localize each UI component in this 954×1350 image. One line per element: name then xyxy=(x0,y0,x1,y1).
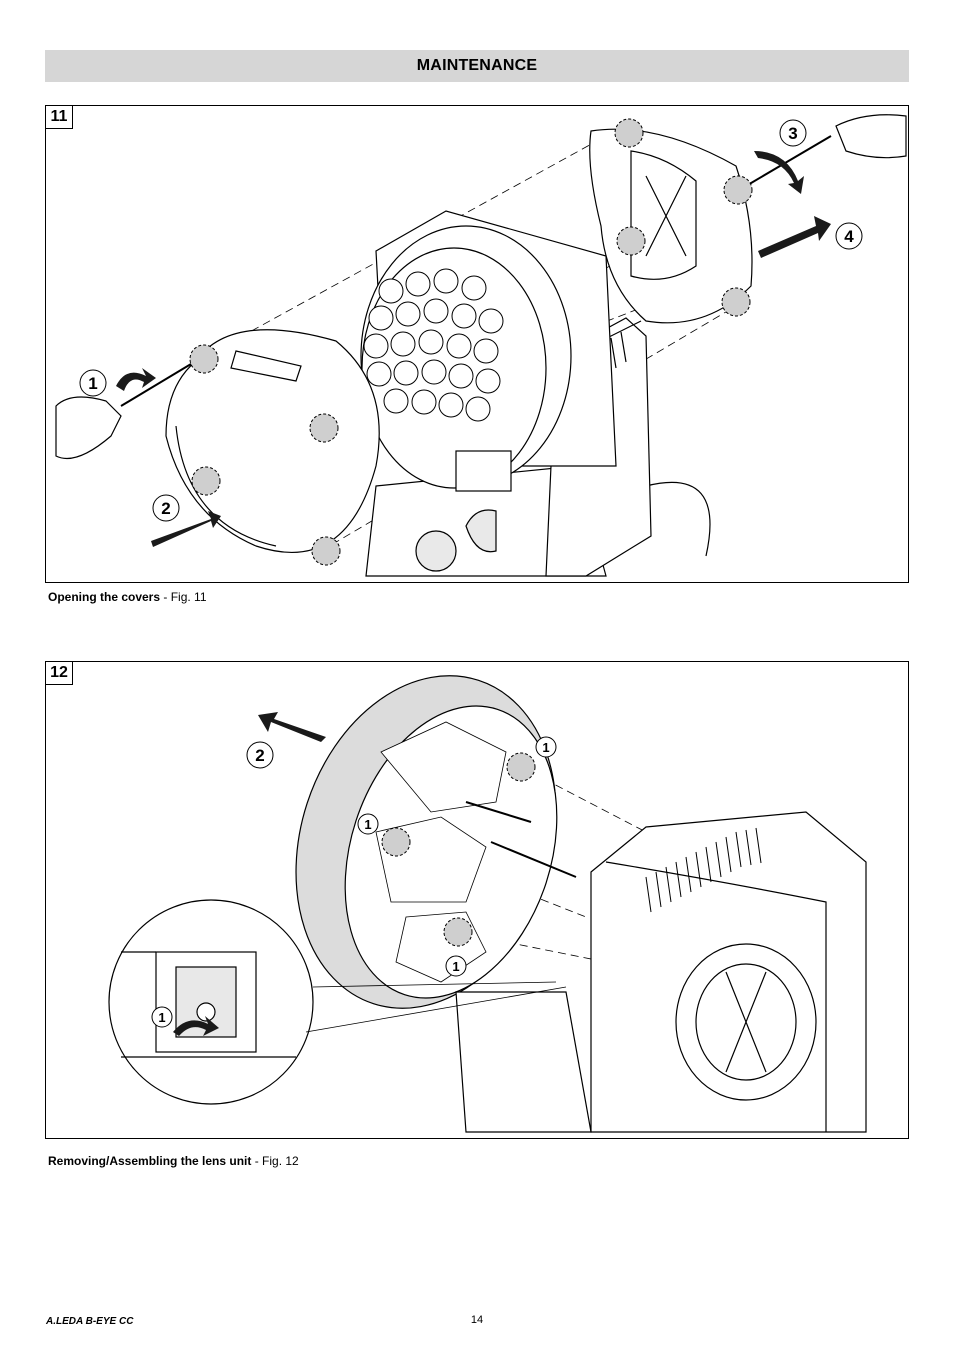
footer-model-name: A.LEDA B-EYE CC xyxy=(46,1316,134,1327)
figure-12-caption-title: Removing/Assembling the lens unit xyxy=(48,1154,252,1168)
figure-12-caption: Removing/Assembling the lens unit - Fig.… xyxy=(48,1154,299,1168)
figure-11-illustration: 1 2 3 4 xyxy=(55,114,907,577)
alignment-lines xyxy=(395,766,647,963)
callout-1b-label: 1 xyxy=(364,817,371,832)
figure-12-callouts xyxy=(151,736,557,1028)
callout-3-label: 3 xyxy=(788,124,797,143)
figure-11-number: 11 xyxy=(46,106,73,129)
section-title: MAINTENANCE xyxy=(416,57,538,74)
figure-11-caption-title: Opening the covers xyxy=(48,590,161,604)
callout-1a-label: 1 xyxy=(542,740,549,755)
callout-2-label: 2 xyxy=(255,746,264,765)
rear-cover xyxy=(589,128,753,324)
page-number: 14 xyxy=(470,1314,484,1326)
callout-1a xyxy=(535,736,557,758)
figure-11-frame: 11 xyxy=(45,105,909,583)
figure-12-frame: 12 xyxy=(45,661,909,1139)
callout-1 xyxy=(79,369,107,397)
screwdriver-left xyxy=(55,360,197,460)
figure-11-callouts xyxy=(79,119,863,522)
callout-1b xyxy=(357,813,379,835)
callout-1d xyxy=(151,1006,173,1028)
section-header-bar: MAINTENANCE xyxy=(45,50,909,82)
screw-highlights xyxy=(381,752,536,947)
callout-3 xyxy=(779,119,807,147)
callout-1c-label: 1 xyxy=(452,959,459,974)
figure-12-illustration: 1 1 1 1 2 xyxy=(108,675,867,1133)
front-cover xyxy=(165,329,380,554)
callout-1-label: 1 xyxy=(88,374,97,393)
fixture-base xyxy=(365,465,711,577)
figure-11-caption-ref: - Fig. 11 xyxy=(160,590,207,604)
callout-4-label: 4 xyxy=(844,227,854,246)
figure-12-caption-ref: - Fig. 12 xyxy=(251,1154,299,1168)
motion-arrows xyxy=(116,151,831,547)
figure-11-caption: Opening the covers - Fig. 11 xyxy=(48,590,207,604)
lens-grid xyxy=(363,268,504,422)
screwdriver-right xyxy=(745,114,907,187)
callout-1d-label: 1 xyxy=(158,1010,165,1025)
callout-2 xyxy=(152,494,180,522)
callout-1c xyxy=(445,955,467,977)
motion-arrows xyxy=(173,712,326,1036)
callout-2 xyxy=(246,741,274,769)
screw-highlights xyxy=(189,118,753,566)
callout-2-label: 2 xyxy=(161,499,170,518)
lens-unit xyxy=(295,675,577,1009)
figure-12-number: 12 xyxy=(46,662,73,685)
fixture-head xyxy=(455,811,867,1133)
callout-4 xyxy=(835,222,863,250)
